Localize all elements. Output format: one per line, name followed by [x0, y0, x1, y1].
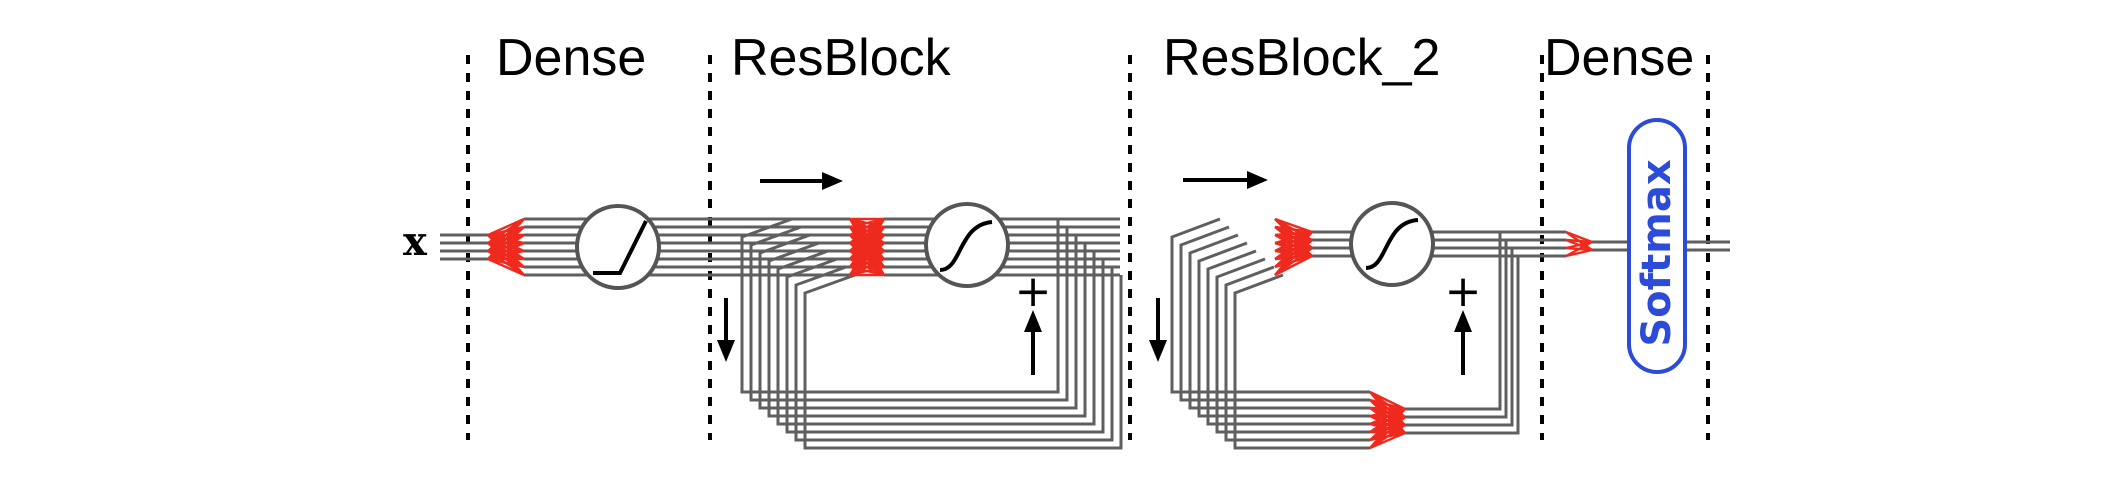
connection-line — [487, 249, 525, 261]
skip-connection-wire — [758, 233, 1078, 410]
relu-activation-icon — [593, 220, 648, 275]
skip-connection-wire — [776, 249, 1096, 426]
connection-line — [849, 217, 885, 229]
connection-line — [1274, 254, 1313, 277]
skip-connection-wire — [1224, 265, 1370, 442]
connection-line — [1274, 230, 1313, 237]
flow-arrows — [717, 171, 1472, 375]
skip-connection-wire — [1405, 240, 1508, 419]
relu-activation — [575, 204, 661, 290]
connection-line — [487, 234, 525, 260]
connection-line — [1565, 248, 1593, 258]
skip-connection-wire — [1215, 257, 1370, 434]
sigmoid-activation-icon — [939, 220, 993, 272]
connection-line — [487, 257, 525, 269]
section-label-resblock-2: ResBlock_2 — [1163, 29, 1441, 87]
connection-line — [487, 257, 525, 277]
sigmoid-activation — [1349, 201, 1435, 287]
skip-connection-wire — [785, 257, 1105, 434]
residual-plus: + + — [1015, 266, 1482, 317]
skip-connection-wire — [1405, 256, 1520, 435]
skip-connection-wire — [1405, 232, 1502, 411]
sigmoid-activation — [924, 202, 1010, 288]
skip-connection-wire — [1170, 217, 1370, 394]
skip-connection-wire — [1405, 248, 1514, 427]
connection-line — [487, 241, 525, 261]
connection-line — [1369, 431, 1406, 450]
skip-connection-wire — [767, 241, 1087, 418]
skip-connection-wire — [1233, 273, 1370, 450]
sigmoid-activation-circle — [1349, 201, 1435, 287]
connection-line — [849, 250, 885, 276]
skip-connection-wire — [1206, 249, 1370, 426]
relu-activation-circle — [575, 204, 661, 290]
skip-connection-wire — [749, 225, 1069, 402]
sigmoid-activation-circle — [924, 202, 1010, 288]
connection-line — [1369, 423, 1406, 450]
connection-layers — [487, 217, 1593, 450]
skip-connection-wire — [740, 217, 1060, 394]
softmax-label: Softmax — [1634, 159, 1680, 347]
input-label: x — [403, 218, 427, 265]
up-arrow-head — [1454, 310, 1472, 332]
connection-line — [1565, 240, 1593, 258]
skip-connection-wire — [1179, 225, 1370, 402]
connection-line — [1274, 225, 1313, 234]
plus-sign: + — [1445, 266, 1482, 317]
skip-connection-wire — [794, 265, 1114, 442]
forward-arrow-head — [822, 172, 843, 190]
connection-line — [1369, 407, 1406, 418]
sigmoid-activation-icon — [1365, 218, 1419, 270]
down-arrow-head — [1149, 340, 1167, 362]
connection-line — [1369, 406, 1406, 411]
section-label-dense-output: Dense — [1544, 29, 1695, 87]
section-label-resblock: ResBlock — [731, 29, 951, 87]
up-arrow-head — [1024, 310, 1042, 332]
connection-line — [849, 257, 885, 277]
connection-line — [849, 265, 885, 277]
section-label-dense: Dense — [496, 29, 647, 87]
skip-connection-wire — [803, 273, 1123, 450]
skip-connection-wire — [1188, 233, 1370, 410]
wires — [440, 217, 1730, 450]
plus-sign: + — [1015, 266, 1052, 317]
down-arrow-head — [717, 340, 735, 362]
forward-arrow-head — [1247, 171, 1268, 189]
softmax-box — [1627, 118, 1687, 374]
connection-line — [1565, 238, 1593, 244]
skip-connection-wire — [1197, 241, 1370, 418]
